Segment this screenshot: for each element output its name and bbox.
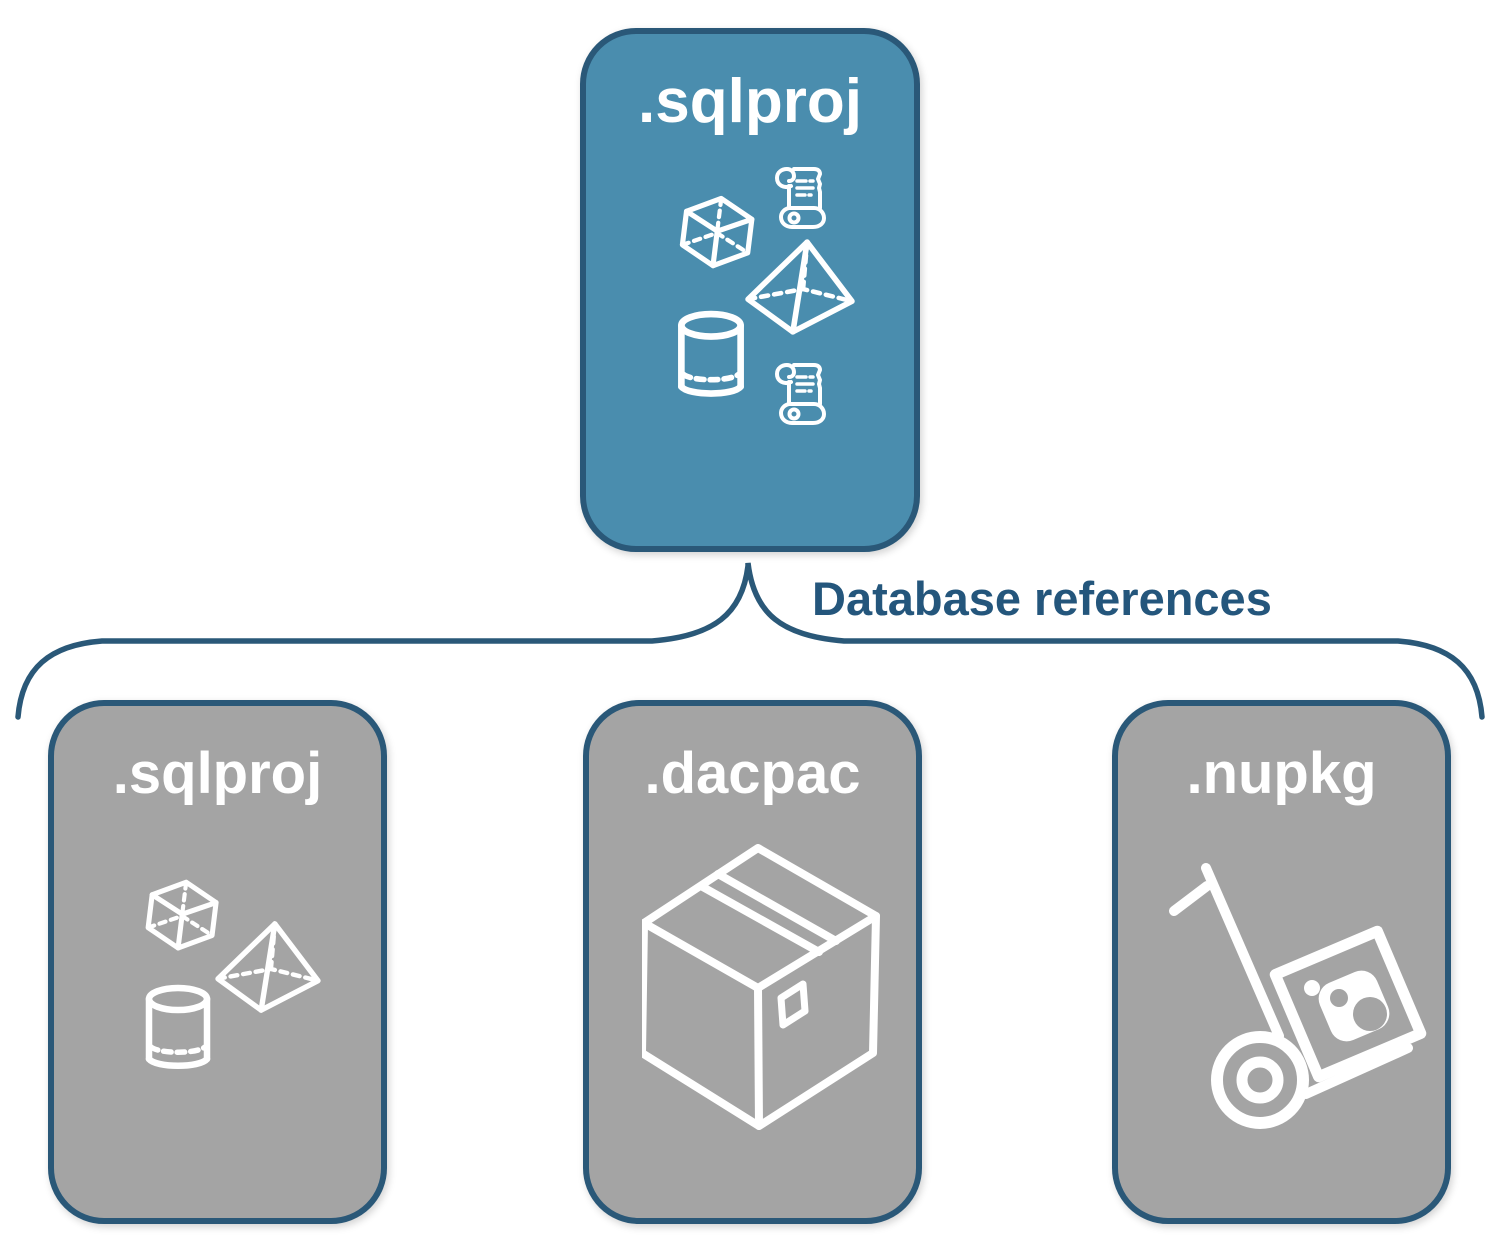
cylinder-icon <box>142 984 214 1076</box>
script-scroll-icon <box>768 358 830 428</box>
card-dacpac-child: .dacpac <box>583 700 922 1224</box>
pyramid-icon <box>214 918 322 1016</box>
script-scroll-icon <box>768 162 830 232</box>
card-sqlproj-child: .sqlproj <box>48 700 387 1224</box>
connector-label: Database references <box>812 572 1272 625</box>
package-box-icon <box>642 844 882 1134</box>
card-title: .dacpac <box>644 741 861 806</box>
card-title: .nupkg <box>1186 741 1377 806</box>
card-title: .sqlproj <box>638 67 862 136</box>
card-sqlproj-parent: .sqlproj <box>580 28 920 552</box>
card-nupkg-child: .nupkg <box>1112 700 1451 1224</box>
card-title: .sqlproj <box>112 741 323 806</box>
hand-truck-package-icon <box>1154 846 1444 1146</box>
pyramid-icon <box>744 236 856 338</box>
cylinder-icon <box>674 310 748 404</box>
